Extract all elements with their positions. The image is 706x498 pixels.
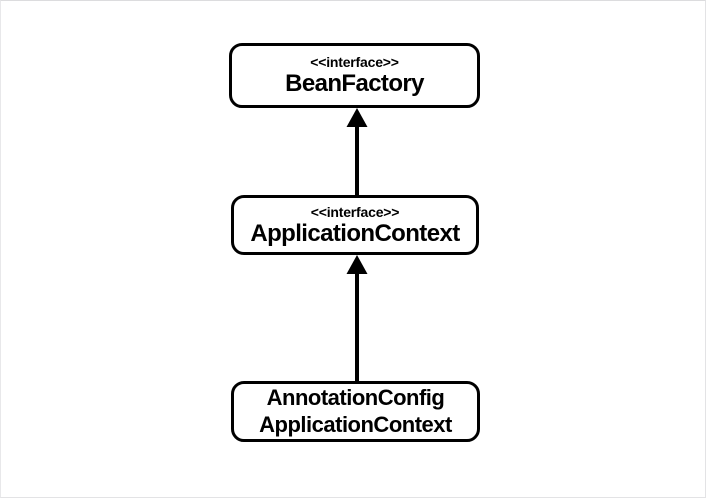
uml-node-annotation-config-application-context[interactable]: AnnotationConfig ApplicationContext: [231, 381, 480, 442]
arrowhead-filled-triangle: [346, 108, 368, 127]
arrowhead-filled-triangle: [346, 255, 368, 274]
uml-node-bean-factory[interactable]: <<interface>> BeanFactory: [229, 43, 480, 108]
uml-generalization-arrow-annotation-config-to-application-context: [337, 253, 377, 384]
uml-stereotype-label: <<interface>>: [310, 54, 399, 70]
generalization-arrow-icon: [346, 255, 368, 384]
uml-node-name-label-line-2: ApplicationContext: [259, 411, 452, 437]
uml-stereotype-label: <<interface>>: [310, 203, 400, 220]
uml-generalization-arrow-application-context-to-bean-factory: [337, 106, 377, 198]
uml-node-name-label: ApplicationContext: [250, 219, 460, 247]
uml-node-name-label-line-1: AnnotationConfig: [266, 384, 445, 410]
generalization-arrow-icon: [346, 108, 368, 198]
uml-node-application-context[interactable]: <<interface>> ApplicationContext: [231, 195, 479, 255]
uml-node-name-label: BeanFactory: [285, 70, 424, 97]
